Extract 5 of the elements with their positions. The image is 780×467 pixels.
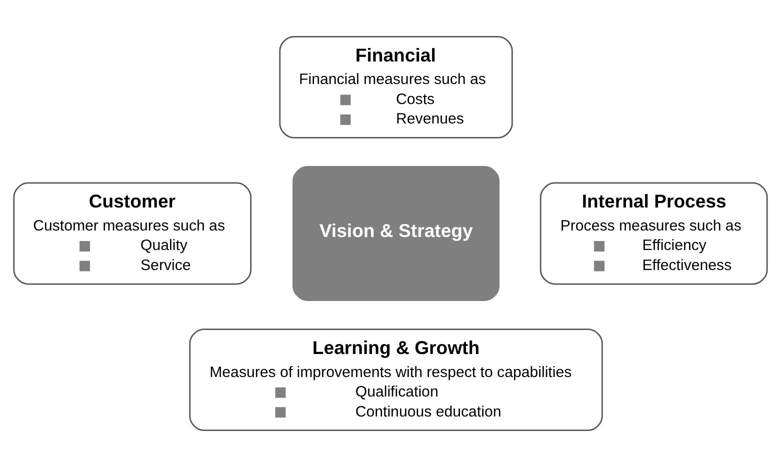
node-box: Learning & Growth Measures of improvements with respect to capabilities Qualification Continuous education [188,328,602,432]
node-box: Financial Financial measures such as Costs Revenues [278,36,512,138]
node-box: Internal Process Process measures such as Efficiency Effectiveness [539,182,768,285]
node-box: Vision & Strategy [292,166,499,301]
node-box: Customer Customer measures such as Quality Service [12,182,252,285]
